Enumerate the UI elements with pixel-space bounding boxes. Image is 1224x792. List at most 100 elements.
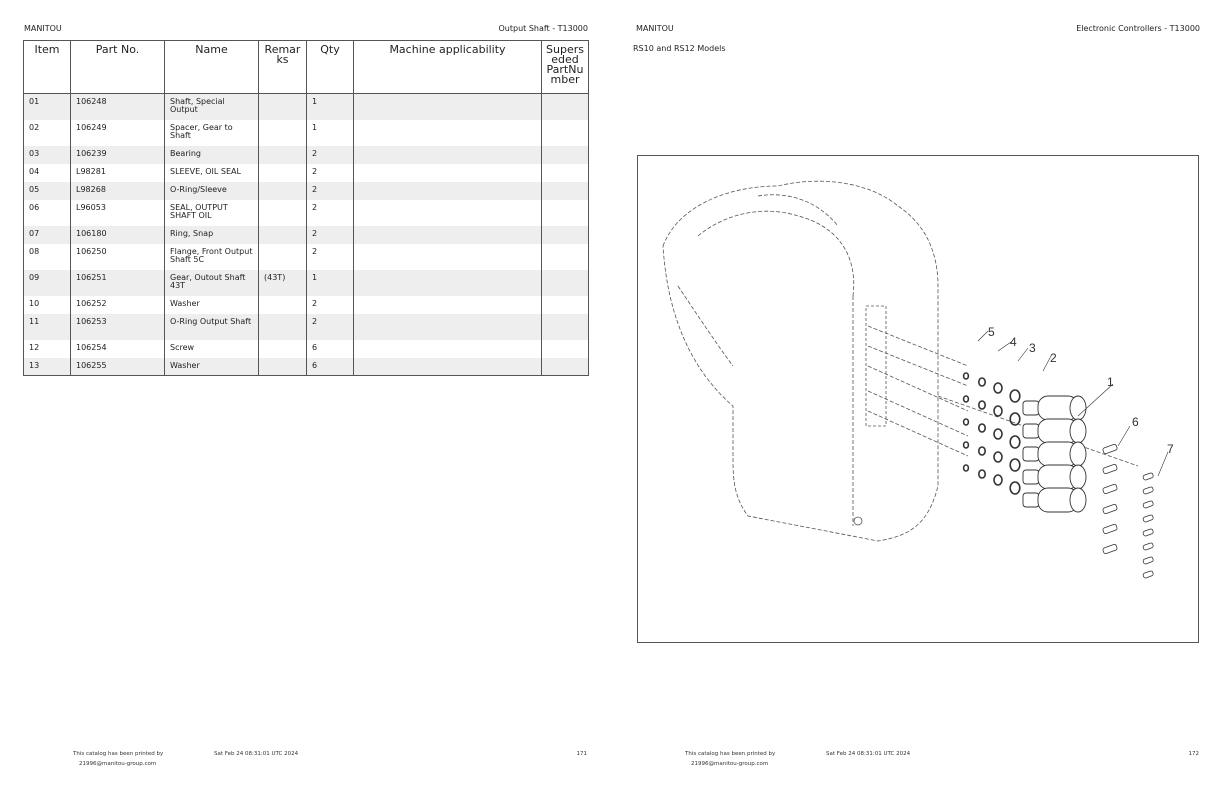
cell-item: 09 [29, 272, 40, 282]
screw [1142, 528, 1154, 537]
cell-remarks [258, 163, 307, 182]
screw [1142, 472, 1154, 481]
cell-item: 11 [29, 316, 40, 326]
column-header-name: Name [164, 40, 259, 94]
column-header-machine-applicability: Machine applicability [353, 40, 542, 94]
footer-date: Sat Feb 24 08:31:01 UTC 2024 [826, 751, 911, 757]
cell-superseded-part-number [541, 269, 589, 296]
cell-superseded-part-number [541, 225, 589, 244]
controller-illustration: 5 4 3 2 1 6 7 [662, 180, 1174, 579]
bracket [1102, 483, 1118, 495]
footer-printed-by: This catalog has been printed by [73, 751, 164, 757]
o-ring [993, 451, 1003, 463]
screw [1142, 556, 1154, 565]
cell-superseded-part-number [541, 243, 589, 270]
cell-machine-applicability [353, 295, 542, 314]
solenoid-cap [1069, 395, 1087, 421]
cell-superseded-part-number [541, 295, 589, 314]
callout-6: 6 [1132, 415, 1139, 429]
solenoid-connector [1022, 423, 1040, 439]
cell-part-no: 106255 [70, 357, 165, 376]
cell-part-no: 106254 [70, 339, 165, 358]
cell-qty: 2 [306, 145, 354, 164]
column-header-qty: Qty [306, 40, 354, 94]
cell-name: Gear, Outout Shaft 43T [164, 269, 259, 296]
cell-item: 13 [29, 360, 40, 370]
callout-7: 7 [1167, 442, 1174, 456]
cell-machine-applicability [353, 339, 542, 358]
screw [1142, 542, 1154, 551]
cell-remarks [258, 225, 307, 244]
cell-item: 07 [29, 228, 40, 238]
cell-name: Washer [164, 357, 259, 376]
column-header-superseded-part-number: Supers eded PartNu mber [541, 40, 589, 94]
cell-remarks [258, 119, 307, 146]
footer-email: 21996@manitou-group.com [79, 761, 157, 767]
cell-remarks: (43T) [258, 269, 307, 296]
screw [1142, 486, 1154, 495]
cell-name: Washer [164, 295, 259, 314]
cell-machine-applicability [353, 243, 542, 270]
cell-qty: 2 [306, 295, 354, 314]
cell-name: O-Ring Output Shaft [164, 313, 259, 340]
o-ring [993, 474, 1003, 486]
bracket [1102, 463, 1118, 475]
solenoid-cap [1069, 418, 1087, 444]
cell-machine-applicability [353, 163, 542, 182]
callout-3: 3 [1029, 341, 1036, 355]
cell-part-no: 106239 [70, 145, 165, 164]
cell-part-no: 106253 [70, 313, 165, 340]
callout-4: 4 [1010, 335, 1017, 349]
cell-remarks [258, 313, 307, 340]
solenoid-connector [1022, 492, 1040, 508]
cell-part-no: L98268 [70, 181, 165, 200]
cell-remarks [258, 243, 307, 270]
cell-part-no: 106248 [70, 93, 165, 120]
cell-qty: 2 [306, 243, 354, 270]
cell-qty: 2 [306, 181, 354, 200]
cell-item: 04 [29, 166, 40, 176]
cell-qty: 1 [306, 119, 354, 146]
callout-1: 1 [1107, 375, 1114, 389]
solenoid-cap [1069, 487, 1087, 513]
cell-name: SLEEVE, OIL SEAL [164, 163, 259, 182]
bracket [1102, 543, 1118, 555]
cell-machine-applicability [353, 313, 542, 340]
cell-superseded-part-number [541, 313, 589, 340]
o-ring [962, 372, 970, 380]
cell-name: Screw [164, 339, 259, 358]
o-ring [962, 464, 970, 472]
cell-superseded-part-number [541, 339, 589, 358]
column-header-part-no: Part No. [70, 40, 165, 94]
bracket [1102, 523, 1118, 535]
cell-name: Flange, Front Output Shaft 5C [164, 243, 259, 270]
o-ring [1009, 481, 1021, 495]
cell-qty: 1 [306, 93, 354, 120]
cell-qty: 2 [306, 225, 354, 244]
solenoid-cap [1069, 441, 1087, 467]
cell-part-no: L96053 [70, 199, 165, 226]
solenoid-cap [1069, 464, 1087, 490]
o-ring [977, 423, 986, 433]
o-ring [977, 400, 986, 410]
o-ring [993, 405, 1003, 417]
brand-label: MANITOU [636, 24, 674, 33]
cell-item: 05 [29, 184, 40, 194]
cell-machine-applicability [353, 357, 542, 376]
cell-machine-applicability [353, 269, 542, 296]
cell-machine-applicability [353, 199, 542, 226]
column-header-remarks: Remar ks [258, 40, 307, 94]
o-ring [1009, 435, 1021, 449]
o-ring [977, 469, 986, 479]
o-ring [977, 446, 986, 456]
cell-remarks [258, 339, 307, 358]
o-ring [1009, 389, 1021, 403]
solenoid-connector [1022, 469, 1040, 485]
cell-qty: 2 [306, 199, 354, 226]
